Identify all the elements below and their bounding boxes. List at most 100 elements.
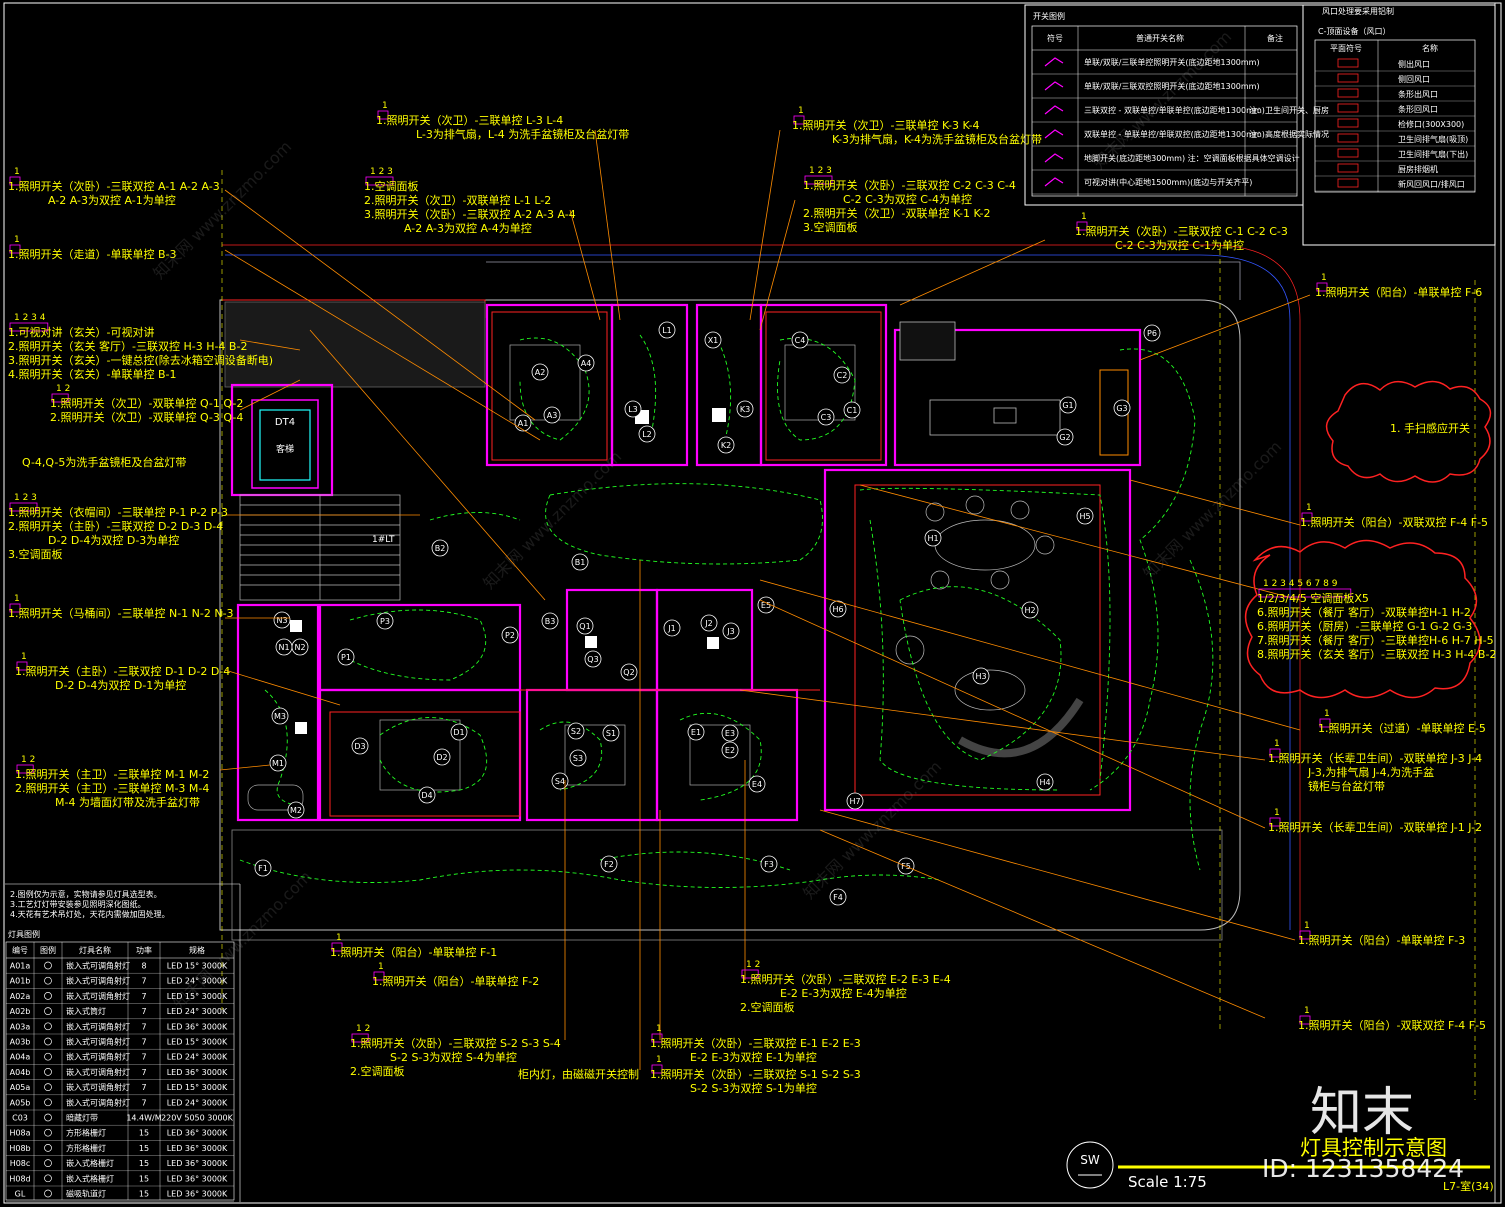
room-tag: K2 (721, 441, 731, 450)
annotation-line: 1.照明开关（阳台）-单联单控 F-3 (1298, 933, 1465, 947)
ceiling-legend-name: 检修口(300X300) (1398, 119, 1464, 129)
room-tag-marker (450, 723, 468, 741)
room-tag: P1 (341, 653, 351, 662)
lamp-legend-symbol (44, 992, 52, 1000)
lamp-legend-spec: LED 36° 3000K (167, 1068, 228, 1077)
annotation-line: 1.可视对讲（玄关）-可视对讲 (8, 325, 154, 339)
room-tag-marker (663, 619, 681, 637)
room-tag: Q2 (623, 668, 634, 677)
annotation-line: 1.照明开关（主卧）-三联双控 D-1 D-2 D-4 (15, 664, 230, 678)
switch-symbol (1269, 748, 1281, 758)
room-tag: A1 (518, 419, 529, 428)
switch-legend-name: 三联双控 - 双联单控/单联单控(底边距地1300mm) (1084, 105, 1265, 115)
room-tag: Q3 (587, 655, 598, 664)
lamp-legend-power: 8 (141, 962, 146, 971)
lamp-legend-spec: LED 15° 3000K (167, 1038, 228, 1047)
gang-numbers: 1 (1304, 1006, 1310, 1016)
room-tag: D4 (421, 791, 432, 800)
switch-legend-symbol (1044, 177, 1064, 187)
gang-numbers: 1 (656, 1024, 662, 1034)
ceiling-legend-symbol (1337, 133, 1359, 143)
room-tag: E4 (752, 780, 762, 789)
annotation-line: 1.照明开关（次卧）-三联双控 E-1 E-2 E-3 (650, 1036, 861, 1050)
room-tag-marker (567, 722, 585, 740)
gang-numbers: 1 2 (746, 960, 760, 970)
annotation-line: C-2 C-3为双控 C-4为单控 (843, 192, 972, 206)
gang-numbers: 1 2 3 4 5 6 7 8 9 (1263, 579, 1338, 589)
lamp-legend-name: 嵌入式可调角射灯 (66, 991, 130, 1001)
room-tag-marker (658, 321, 676, 339)
elevator-code: DT4 (275, 417, 295, 428)
room-tag-marker (271, 707, 289, 725)
ceiling-legend-name: 侧回风口 (1398, 74, 1430, 84)
room-tag: P6 (1147, 329, 1157, 338)
switch-symbol (804, 175, 833, 185)
switch-legend-symbol (1044, 57, 1064, 67)
room-tag-marker (1056, 428, 1074, 446)
lamp-legend-spec: LED 36° 3000K (167, 1144, 228, 1153)
switch-legend-h2: 备注 (1267, 33, 1283, 43)
lamp-legend-code: A04b (10, 1068, 31, 1077)
room-tag: C3 (821, 413, 832, 422)
room-tag-marker (576, 617, 594, 635)
room-tag-marker (569, 749, 587, 767)
lamp-legend-symbol (44, 1128, 52, 1137)
gang-numbers: 1 2 (356, 1024, 370, 1034)
switch-symbol (1076, 221, 1088, 231)
room-tag-marker (571, 553, 589, 571)
lamp-legend-symbol (44, 1052, 52, 1061)
lamp-legend-symbol (44, 1113, 52, 1122)
lamp-legend-spec: LED 15° 3000K (167, 962, 228, 971)
switch-annotation: 11.照明开关（次卧）-三联双控 C-1 C-2 C-3C-2 C-3为双控 C… (1075, 212, 1288, 252)
room-tag-marker (351, 737, 369, 755)
switch-annotation: 1 21.照明开关（主卫）-三联单控 M-1 M-22.照明开关（主卫）-三联单… (15, 755, 209, 809)
annotation-line: 2.空调面板 (350, 1064, 405, 1078)
leader-lines (219, 129, 1311, 1070)
lamp-legend-title: 灯具图例 (8, 929, 40, 939)
lamp-legend-power: 7 (141, 1038, 146, 1047)
room-tag: A3 (547, 411, 558, 420)
switch-legend-name: 单联/双联/三联双控照明开关(底边距地1300mm) (1084, 81, 1260, 91)
lamp-legend-symbol (44, 1037, 52, 1046)
room-tag: H7 (849, 797, 860, 806)
switch-symbol (1299, 1015, 1311, 1025)
annotation-line: 1.照明开关（阳台）-单联单控 F-1 (330, 945, 497, 959)
annotation-line: M-4 为墙面灯带及洗手盆灯带 (55, 795, 200, 809)
annotation-line: 1.照明开关（次卧）-三联双控 S-2 S-3 S-4 (350, 1036, 561, 1050)
room-tag-marker (577, 354, 595, 372)
room-tag: S1 (606, 729, 616, 738)
gang-numbers: 1 (14, 167, 20, 177)
annotation-line: 6.照明开关（餐厅 客厅）-双联单控H-1 H-2 (1257, 605, 1471, 619)
lamp-legend-symbol (44, 1144, 52, 1152)
lamp-legend-spec: LED 36° 3000K (167, 1190, 228, 1199)
room-tag-marker (1036, 773, 1054, 791)
switch-annotation: 11.照明开关（次卫）-三联单控 L-3 L-4L-3为排气扇，L-4 为洗手盆… (376, 101, 629, 141)
lamp-legend-code: A05a (10, 1083, 31, 1092)
annotation-line: 3.照明开关（次卧）-三联双控 A-2 A-3 A-4 (364, 207, 576, 221)
room-tag: H1 (927, 534, 938, 543)
room-tag: E3 (725, 729, 735, 738)
room-tag: M2 (290, 806, 302, 815)
switch-symbol (16, 764, 34, 774)
switch-annotation: 1 2 3 4 5 6 7 8 91/2/3/4/5 空调面板X56.照明开关（… (1257, 579, 1496, 661)
gang-numbers: 1 (798, 106, 804, 116)
lamp-legend-code: A01a (10, 962, 31, 971)
lamp-legend-name: 磁吸轨道灯 (66, 1189, 106, 1199)
switch-annotation: 11.照明开关（次卧）-三联双控 E-1 E-2 E-3E-2 E-3为双控 E… (650, 1024, 861, 1064)
switch-legend-name: 可视对讲(中心距地1500mm)(底边与开关齐平) (1084, 177, 1252, 187)
lamp-legend-spec: LED 24° 3000K (167, 1007, 228, 1016)
room-tag: C1 (847, 406, 858, 415)
room-tag: A4 (581, 359, 592, 368)
annotation-line: E-2 E-3为双控 E-4为单控 (780, 986, 907, 1000)
annotation-line: 2.空调面板 (740, 1000, 795, 1014)
switch-symbol (1301, 512, 1313, 522)
lamp-legend-spec: LED 24° 3000K (167, 1053, 228, 1062)
switch-symbol (651, 1064, 663, 1074)
notes-block: 2.图例仅为示意，实物请参见灯具选型表。 3.工艺灯灯带安装参见照明深化图纸。 … (5, 883, 241, 1202)
switch-annotation: 11.照明开关（阳台）-单联单控 F-3 (1298, 921, 1465, 947)
room-tag-marker (736, 400, 754, 418)
room-tag: J2 (704, 619, 712, 628)
annotation-line: 1.照明开关（阳台）-双联双控 F-4 F-5 (1298, 1018, 1486, 1032)
